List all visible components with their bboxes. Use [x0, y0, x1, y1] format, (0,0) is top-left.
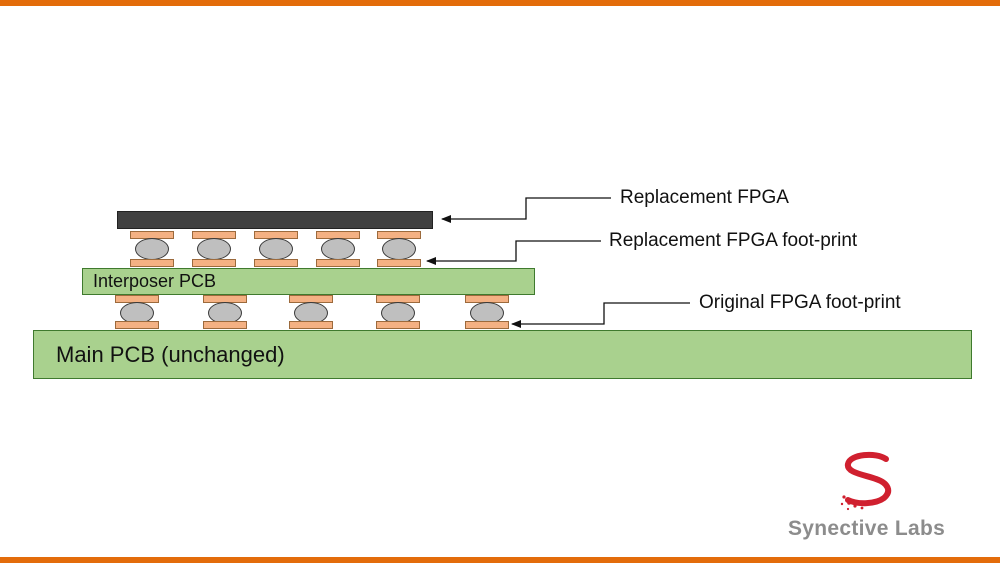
- upper-bottom-pad: [316, 259, 360, 267]
- original-footprint-callout: Original FPGA foot-print: [699, 292, 901, 313]
- interposer-pcb: Interposer PCB: [82, 268, 535, 295]
- upper-bottom-pad: [192, 259, 236, 267]
- lower-bottom-pad: [465, 321, 509, 329]
- top-accent-bar: [0, 0, 1000, 6]
- upper-bottom-pad: [377, 259, 421, 267]
- logo-text: Synective Labs: [788, 517, 946, 540]
- replacement-footprint-leader: [426, 240, 601, 265]
- bottom-accent-bar: [0, 557, 1000, 563]
- s-logo-icon: [840, 451, 892, 511]
- upper-bottom-pad: [254, 259, 298, 267]
- main-pcb: Main PCB (unchanged): [33, 330, 972, 379]
- upper-bottom-pad: [130, 259, 174, 267]
- original-footprint-leader: [511, 302, 690, 328]
- interposer-pcb-label: Interposer PCB: [93, 271, 217, 291]
- lower-bottom-pad: [376, 321, 420, 329]
- lower-bottom-pad: [203, 321, 247, 329]
- replacement-fpga-callout: Replacement FPGA: [620, 187, 789, 208]
- main-pcb-label: Main PCB (unchanged): [56, 342, 285, 367]
- replacement-footprint-callout: Replacement FPGA foot-print: [609, 230, 858, 251]
- lower-bottom-pad: [115, 321, 159, 329]
- replacement-fpga-package: [117, 211, 433, 229]
- lower-bottom-pad: [289, 321, 333, 329]
- replacement-fpga-leader: [441, 197, 611, 223]
